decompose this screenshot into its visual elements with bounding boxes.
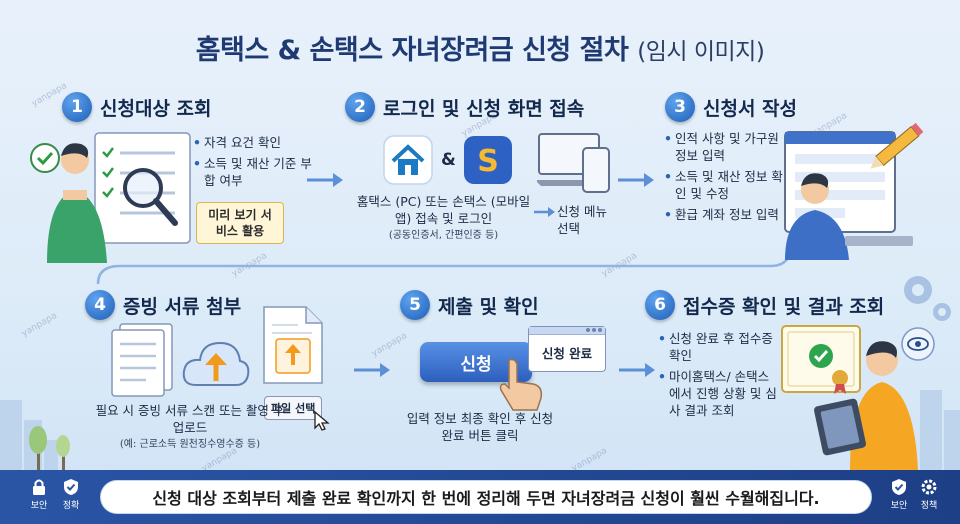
step-6-illustration bbox=[781, 325, 918, 470]
preview-callout: 미리 보기 서비스 활용 bbox=[196, 202, 284, 244]
arrow-right-icon bbox=[618, 173, 654, 187]
shield-check-icon bbox=[892, 479, 906, 495]
completion-popup: 신청 완료 bbox=[528, 326, 606, 372]
bullet-item: 소득 및 재산 정보 확인 및 수정 bbox=[664, 168, 784, 202]
step-6-header: 6 접수증 확인 및 결과 조회 bbox=[645, 290, 884, 320]
step-title: 제출 및 확인 bbox=[438, 295, 539, 318]
step-number: 6 bbox=[645, 290, 675, 320]
arrow-right-icon bbox=[619, 363, 655, 377]
arrow-right-icon bbox=[307, 173, 343, 187]
menu-caption: 신청 메뉴 선택 bbox=[557, 204, 607, 236]
bullet-item: 마이홈택스/ 손택스에서 진행 상황 및 심사 결과 조회 bbox=[658, 368, 778, 419]
upload-file-icon bbox=[263, 306, 323, 384]
arrow-right-icon bbox=[354, 363, 390, 377]
footer-accuracy-badge: 정확 bbox=[56, 478, 86, 511]
step-3-bullets: 인적 사항 및 가구원 정보 입력 소득 및 재산 정보 확인 및 수정 환급 … bbox=[664, 130, 784, 227]
footer-policy-badge: 정책 bbox=[914, 478, 944, 511]
page-title: 홈택스 & 손택스 자녀장려금 신청 절차 (임시 이미지) bbox=[0, 28, 960, 67]
bullet-item: 신청 완료 후 접수증 확인 bbox=[658, 330, 778, 364]
footer-label: 정확 bbox=[62, 501, 80, 511]
step-number: 5 bbox=[400, 290, 430, 320]
login-caption: 홈택스 (PC) 또는 손택스 (모바일 앱) 접속 및 로그인 bbox=[356, 194, 531, 226]
footer-security-badge: 보안 bbox=[24, 478, 54, 511]
svg-text:S: S bbox=[477, 144, 499, 179]
gear-icon bbox=[921, 479, 937, 495]
footer-label: 정책 bbox=[920, 501, 938, 511]
step-1-illustration bbox=[30, 132, 191, 263]
file-select-button[interactable]: 파일 선택 bbox=[264, 396, 323, 420]
popup-titlebar bbox=[529, 327, 605, 335]
sontax-app-icon: S bbox=[464, 136, 512, 184]
step-number: 2 bbox=[345, 92, 375, 122]
step-5-caption: 입력 정보 최종 확인 후 신청 완료 버튼 클릭 bbox=[406, 411, 554, 443]
pointing-hand-icon bbox=[499, 358, 543, 411]
step-2-caption: 홈택스 (PC) 또는 손택스 (모바일 앱) 접속 및 로그인 (공동인증서,… bbox=[356, 193, 531, 244]
footer-label: 보안 bbox=[30, 501, 48, 511]
devices-icon bbox=[537, 133, 610, 193]
step-1-header: 1 신청대상 조회 bbox=[62, 92, 212, 122]
step-3-header: 3 신청서 작성 bbox=[665, 92, 797, 122]
step-4-caption: 필요 시 증빙 서류 스캔 또는 촬영 후 업로드 (예: 근로소득 원천징수영… bbox=[95, 402, 285, 453]
footer-label: 보안 bbox=[890, 501, 908, 511]
bullet-item: 환급 계좌 정보 입력 bbox=[664, 206, 784, 223]
hometax-app-icon bbox=[383, 135, 433, 185]
cloud-upload-icon bbox=[182, 341, 250, 386]
step-number: 4 bbox=[85, 290, 115, 320]
upload-caption: 필요 시 증빙 서류 스캔 또는 촬영 후 업로드 bbox=[95, 403, 285, 435]
title-sub: (임시 이미지) bbox=[637, 39, 765, 65]
shield-check-icon bbox=[64, 479, 78, 495]
title-main: 홈택스 & 손택스 자녀장려금 신청 절차 bbox=[195, 35, 629, 66]
step-2-header: 2 로그인 및 신청 화면 접속 bbox=[345, 92, 584, 122]
step-title: 접수증 확인 및 결과 조회 bbox=[683, 295, 885, 318]
step-1-bullets: 자격 요건 확인 소득 및 재산 기준 부합 여부 bbox=[193, 134, 313, 193]
bullet-item: 인적 사항 및 가구원 정보 입력 bbox=[664, 130, 784, 164]
step-title: 증빙 서류 첨부 bbox=[123, 295, 242, 318]
step-4-header: 4 증빙 서류 첨부 bbox=[85, 290, 241, 320]
step-title: 신청대상 조회 bbox=[100, 97, 212, 120]
step-6-bullets: 신청 완료 후 접수증 확인 마이홈택스/ 손택스에서 진행 상황 및 심사 결… bbox=[658, 330, 778, 423]
ampersand: & bbox=[441, 150, 456, 170]
footer-security-badge: 보안 bbox=[884, 478, 914, 511]
popup-text: 신청 완료 bbox=[541, 346, 593, 361]
step-title: 신청서 작성 bbox=[703, 97, 798, 120]
example-caption: (예: 근로소득 원천징수영수증 등) bbox=[119, 439, 261, 450]
step-title: 로그인 및 신청 화면 접속 bbox=[383, 97, 585, 120]
documents-icon bbox=[111, 323, 173, 397]
footer-message: 신청 대상 조회부터 제출 완료 확인까지 한 번에 정리해 두면 자녀장려금 … bbox=[100, 480, 872, 514]
bullet-item: 자격 요건 확인 bbox=[193, 134, 313, 151]
step-number: 3 bbox=[665, 92, 695, 122]
auth-caption: (공동인증서, 간편인증 등) bbox=[388, 230, 499, 241]
arrow-right-icon bbox=[534, 207, 555, 217]
step-3-illustration bbox=[784, 122, 924, 260]
step-5-header: 5 제출 및 확인 bbox=[400, 290, 539, 320]
step-number: 1 bbox=[62, 92, 92, 122]
cursor-icon bbox=[314, 410, 330, 431]
bullet-item: 소득 및 재산 기준 부합 여부 bbox=[193, 155, 313, 189]
lock-icon bbox=[33, 479, 45, 495]
